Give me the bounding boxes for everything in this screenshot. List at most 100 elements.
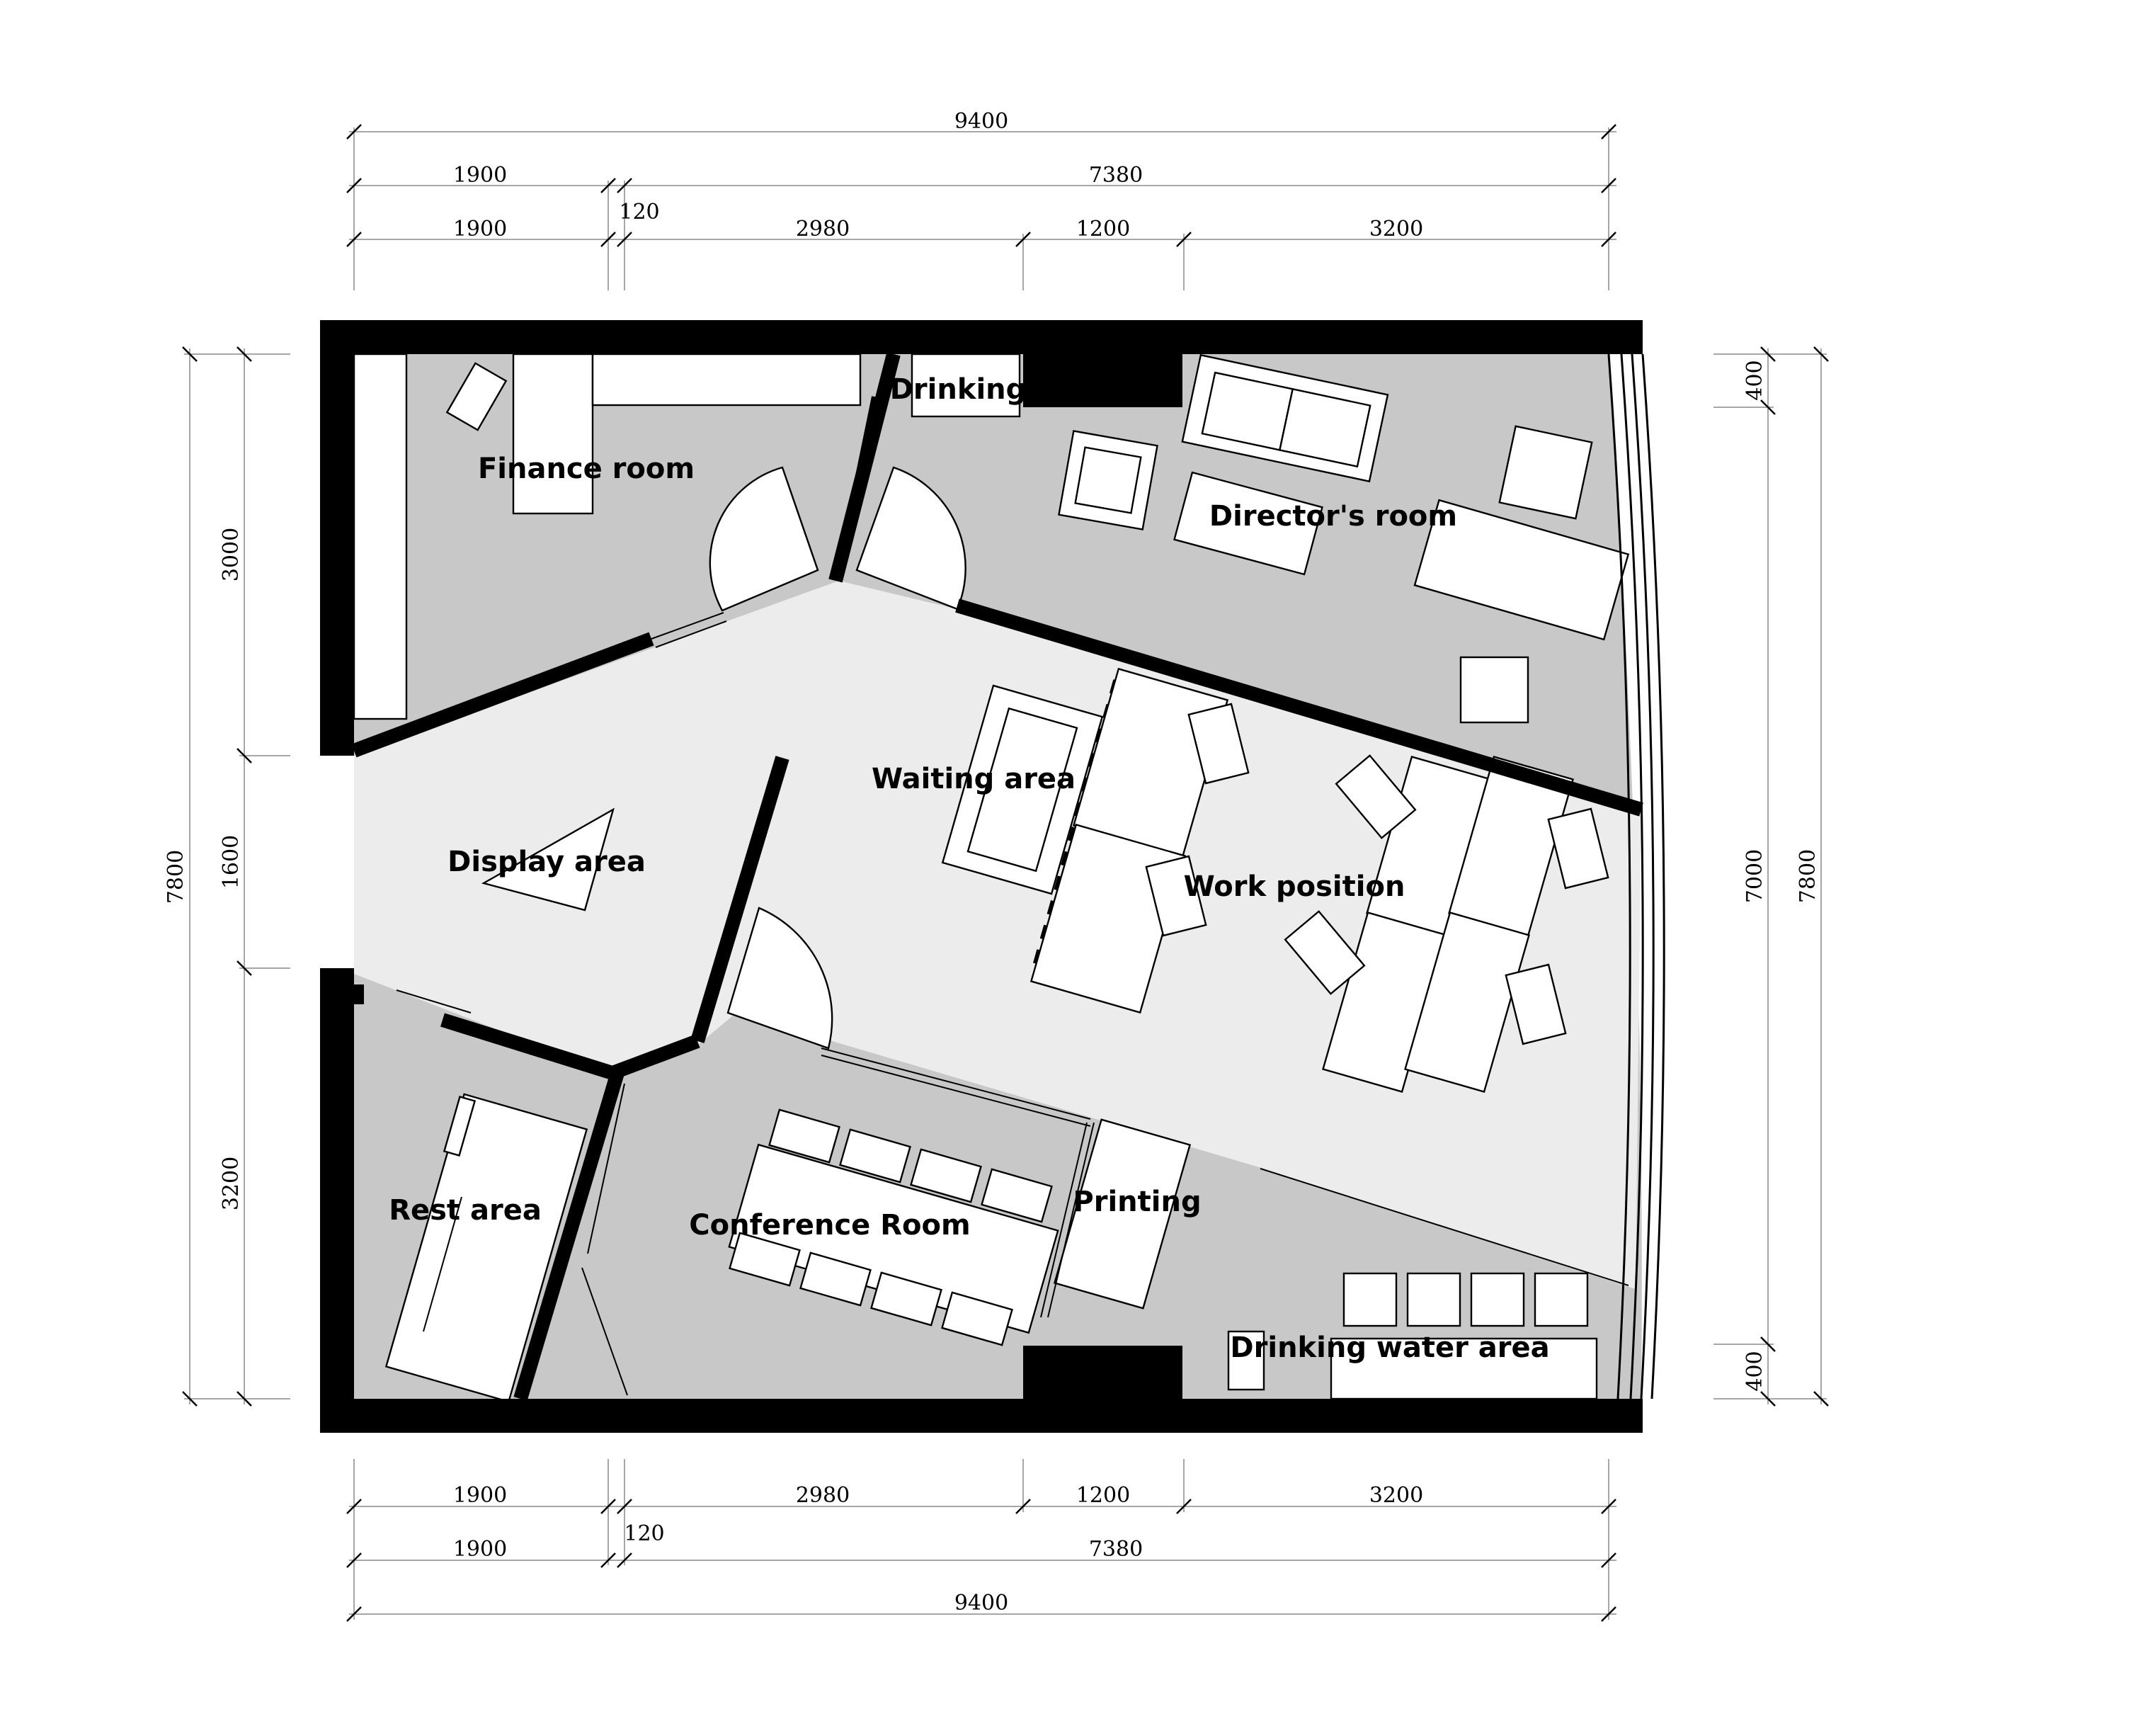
dim-top-row-gap: 120 [619,200,659,225]
work-chair-b2 [1284,910,1366,995]
conf-chair-top-1 [768,1108,840,1164]
dim-top-mid-right: 7380 [1089,163,1143,188]
finance-door-leaf [782,467,819,571]
work-chair-b1 [1335,754,1417,839]
dimension-lines [182,124,1829,1622]
director-chair [1498,425,1593,520]
display-stand [481,807,615,912]
dim-right-bottom: 400 [1743,1351,1767,1391]
work-chair-b3 [1547,807,1609,890]
room-labels: Finance room Drinking Director's room Wa… [389,373,1549,1364]
corridor-glass-1 [821,1047,1091,1120]
rest-back-line [423,1196,462,1332]
dim-bottom-mid-right: 7380 [1089,1537,1143,1562]
water-stool-2 [1406,1272,1461,1327]
conf-chair-bot-1 [729,1232,801,1287]
dim-top-row-d: 3200 [1369,217,1423,242]
dim-bottom-mid-left: 1900 [453,1537,507,1562]
dim-right-total: 7800 [1796,849,1820,903]
director-desk [1413,499,1630,641]
facade-curve-4 [1641,353,1665,1399]
facade-curve-2 [1620,353,1644,1399]
corridor-edge [1260,1168,1629,1286]
dim-bottom-total: 9400 [954,1591,1008,1616]
rest-bench [384,1093,588,1403]
corridor-glass-2 [821,1055,1091,1127]
director-coffee-table [1173,471,1323,576]
dim-left-top: 3000 [219,528,244,581]
wall-finance-diagonal [351,632,654,758]
label-finance-room: Finance room [478,453,695,485]
dim-top-row-c: 1200 [1076,217,1130,242]
dim-left-mid: 1600 [219,835,244,889]
finance-sliding-line [651,612,724,640]
label-drinking: Drinking [890,373,1027,406]
doors [396,466,1095,1396]
label-conference-room: Conference Room [689,1209,970,1242]
dim-bottom-row-d: 3200 [1369,1483,1423,1508]
director-side-cabinet [1459,656,1529,724]
furniture [353,353,1630,1403]
finance-door [709,466,819,612]
finance-wall-cabinet [353,353,408,720]
label-drinking-water-area: Drinking water area [1230,1332,1549,1364]
label-waiting-area: Waiting area [872,763,1076,795]
water-stool-3 [1470,1272,1525,1327]
rest-sliding-line [396,989,472,1014]
label-work-position: Work position [1184,870,1405,903]
water-cabinet [1227,1330,1265,1391]
director-sofa-cushion-b [1278,387,1371,468]
work-chair-a2 [1145,855,1207,937]
dim-bottom-row-c: 1200 [1076,1483,1130,1508]
column-top [1023,354,1182,407]
finance-sliding-line-2 [655,620,727,648]
dimension-labels: 9400 1900 7380 1900 120 2980 1200 3200 1… [164,109,1820,1616]
walls [320,320,1665,1433]
conf-chair-top-3 [910,1148,982,1203]
conf-chair-bot-2 [799,1251,872,1307]
water-stool-4 [1534,1272,1589,1327]
rest-door-leaf [587,1083,625,1254]
finance-chair [445,362,508,431]
finance-back-cabinet [591,353,862,407]
wall-rest-top [440,1013,615,1080]
label-rest-area: Rest area [389,1194,542,1227]
facade-curve-3 [1631,353,1655,1399]
dim-top-total: 9400 [954,109,1008,134]
dim-left-total: 7800 [164,850,188,904]
finance-desk [512,353,594,515]
work-chair-a1 [1187,703,1250,785]
dim-top-mid-left: 1900 [453,163,507,188]
wall-top [320,320,1643,354]
work-chair-b4 [1505,963,1567,1045]
wall-display-join [610,1034,700,1080]
corridor-floor [354,581,1641,1289]
dim-top-row-a: 1900 [453,217,507,242]
director-armchair-seat [1074,446,1142,514]
column-bottom [1023,1346,1182,1399]
label-display-area: Display area [447,846,646,878]
director-door [855,466,966,611]
wall-director-left [834,396,877,580]
wall-rest-stub [354,984,364,1004]
wall-director-diagonal [955,598,1643,817]
dim-top-row-b: 2980 [796,217,850,242]
wall-bottom [320,1399,1643,1433]
corridor-glass-4 [1040,1122,1088,1318]
dim-right-top: 400 [1743,360,1767,400]
water-stool-1 [1342,1272,1398,1327]
wall-left-lower [320,968,354,1433]
printing-counter [1053,1118,1192,1310]
conf-chair-bot-4 [941,1291,1013,1346]
waiting-sofa-seat [966,707,1078,873]
dim-right-mid: 7000 [1743,849,1767,903]
dim-bottom-mid-gap: 120 [624,1521,664,1546]
rest-door-leaf-2 [581,1267,628,1396]
dim-bottom-row-a: 1900 [453,1483,507,1508]
dim-bottom-row-b: 2980 [796,1483,850,1508]
conf-chair-top-4 [981,1168,1053,1223]
conf-chair-bot-3 [870,1271,942,1327]
label-directors-room: Director's room [1209,500,1457,533]
facade-curve-1 [1607,353,1631,1399]
